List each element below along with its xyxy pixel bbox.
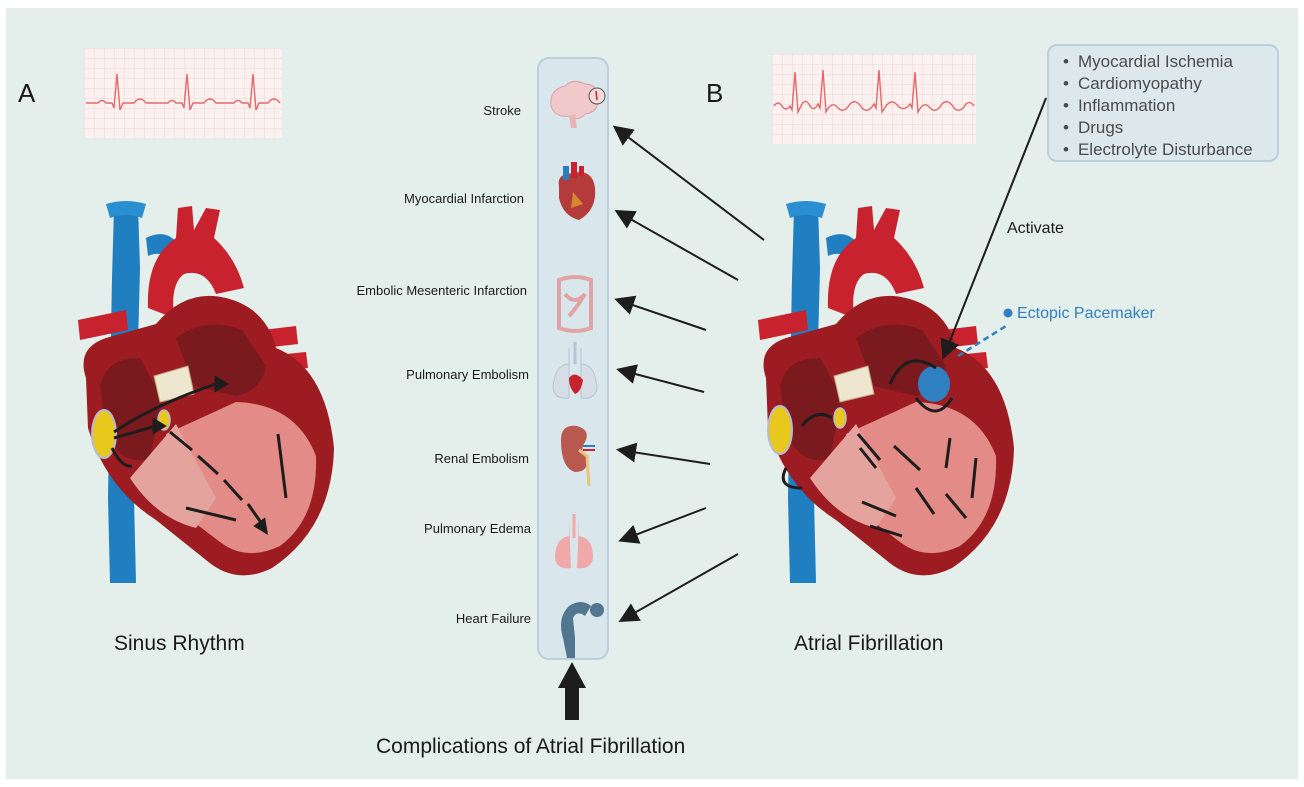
- activate-label: Activate: [1007, 220, 1064, 238]
- cause-item: Inflammation: [1063, 95, 1277, 117]
- ectopic-pacemaker-label: Ectopic Pacemaker: [1017, 305, 1155, 323]
- complication-arrows: [616, 128, 764, 620]
- complications-title: Complications of Atrial Fibrillation: [376, 735, 685, 759]
- cause-item: Myocardial Ischemia: [1063, 51, 1277, 73]
- ectopic-dot: [1004, 309, 1013, 318]
- cause-item: Cardiomyopathy: [1063, 73, 1277, 95]
- cause-item: Drugs: [1063, 117, 1277, 139]
- ectopic-leader-line: [958, 326, 1006, 356]
- complications-up-arrow: [558, 662, 586, 720]
- cause-item: Electrolyte Disturbance: [1063, 139, 1277, 161]
- causes-box: Myocardial Ischemia Cardiomyopathy Infla…: [1047, 44, 1279, 162]
- figure-canvas: A B: [6, 8, 1298, 779]
